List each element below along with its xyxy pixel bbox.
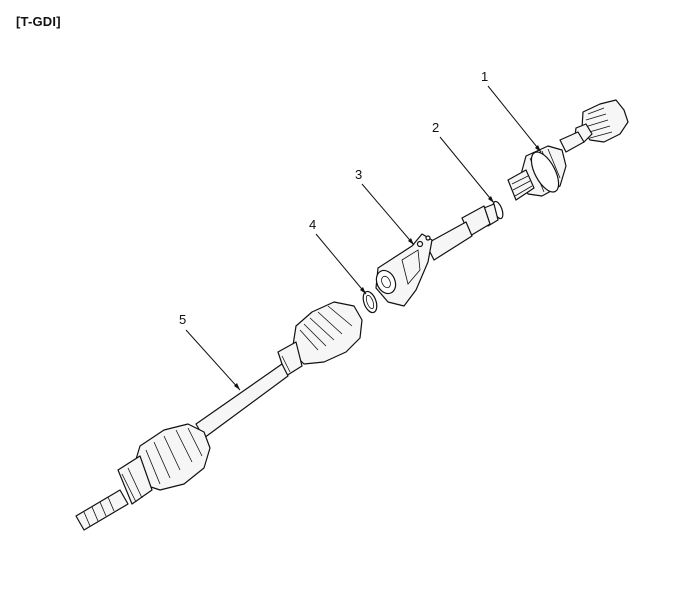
callout-2: 2 [432, 120, 495, 204]
part-4-snap-ring [362, 290, 378, 314]
callout-label-3: 3 [355, 167, 362, 182]
callout-5: 5 [179, 312, 241, 391]
part-1-joint-housing [507, 145, 567, 201]
part-5-main-shaft [195, 363, 289, 439]
callout-label-4: 4 [309, 217, 316, 232]
callout-3: 3 [355, 167, 415, 246]
part-3-bearing-bracket [375, 233, 433, 307]
outer-boot-left [117, 423, 211, 505]
outer-boot-right [573, 99, 629, 145]
callout-label-1: 1 [481, 69, 488, 84]
diagram-header: [T-GDI] [16, 14, 61, 29]
inner-boot-center [277, 301, 363, 377]
splined-stub-left [75, 489, 129, 531]
callout-4: 4 [309, 217, 367, 295]
callout-label-2: 2 [432, 120, 439, 135]
intermediate-shaft [425, 203, 499, 261]
short-shaft-right [559, 131, 585, 153]
callout-1: 1 [481, 69, 542, 153]
callout-label-5: 5 [179, 312, 186, 327]
